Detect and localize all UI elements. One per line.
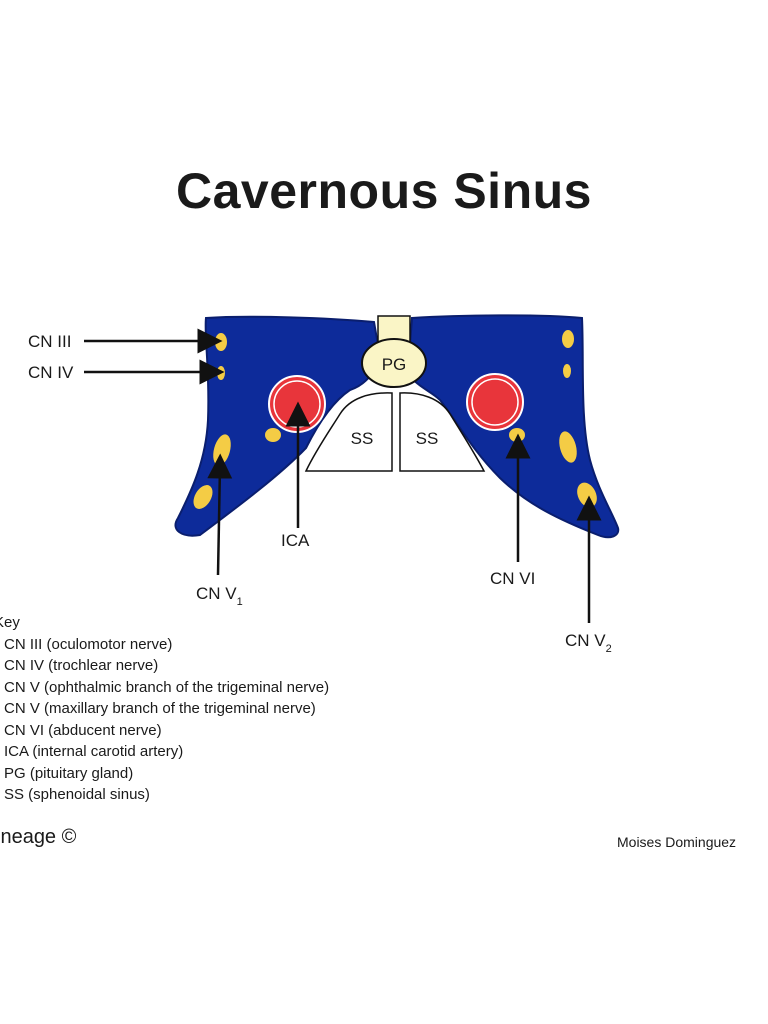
- footer-credit-right: Moises Dominguez: [617, 834, 737, 850]
- key-item: CN VI (abducent nerve): [4, 721, 162, 739]
- cn5-1-label-main: CN V: [196, 584, 237, 603]
- diagram-key: Key CN III (oculomotor nerve) CN IV (tro…: [0, 612, 460, 806]
- footer-credit-left: ineage ©: [0, 826, 77, 848]
- key-item: CN IV (trochlear nerve): [4, 657, 159, 674]
- key-item: PG (pituitary gland): [4, 764, 134, 782]
- pg-label: PG: [382, 355, 407, 374]
- key-item: CN V (ophthalmic branch of the trigemina…: [4, 678, 330, 696]
- cn5-1-label-sub: 1: [237, 596, 243, 608]
- key-item: CN V (maxillary branch of the trigeminal…: [4, 700, 316, 717]
- pituitary-gland: [361, 338, 427, 388]
- key-item: CN III (oculomotor nerve): [4, 635, 173, 653]
- diagram-title: Cavernous Sinus: [176, 163, 592, 219]
- key-item: SS (sphenoidal sinus): [4, 786, 150, 803]
- left-cavernous-sinus: [174, 315, 380, 537]
- key-heading: Key: [0, 614, 20, 631]
- cn5-2-label-main: CN V: [565, 631, 606, 650]
- cn6-label: CN VI: [490, 569, 535, 588]
- cn4-left: [217, 366, 225, 380]
- cn5-1-pointer: [207, 453, 233, 576]
- cn5-2-label: CN V2: [565, 631, 612, 655]
- cn6-right: [509, 428, 525, 442]
- ica-label: ICA: [281, 531, 310, 550]
- cn4-right: [563, 364, 571, 378]
- cn6-left: [265, 428, 281, 442]
- ss-left-label: SS: [351, 429, 374, 448]
- sphenoidal-sinus-left: [304, 392, 393, 472]
- cn5-2-label-sub: 2: [606, 643, 612, 655]
- cn5-1-right: [559, 431, 577, 463]
- sphenoidal-sinus-right: [399, 392, 486, 472]
- cn3-label: CN III: [28, 332, 71, 351]
- ica-right: [471, 378, 519, 426]
- key-list: CN III (oculomotor nerve) CN IV (trochle…: [0, 634, 460, 806]
- cn5-2-left: [193, 485, 213, 509]
- cn4-label: CN IV: [28, 363, 74, 382]
- key-item: ICA (internal carotid artery): [4, 743, 184, 760]
- cn3-left: [215, 333, 227, 351]
- cn3-right: [562, 330, 574, 348]
- cn5-1-label: CN V1: [196, 584, 243, 608]
- ss-right-label: SS: [416, 429, 439, 448]
